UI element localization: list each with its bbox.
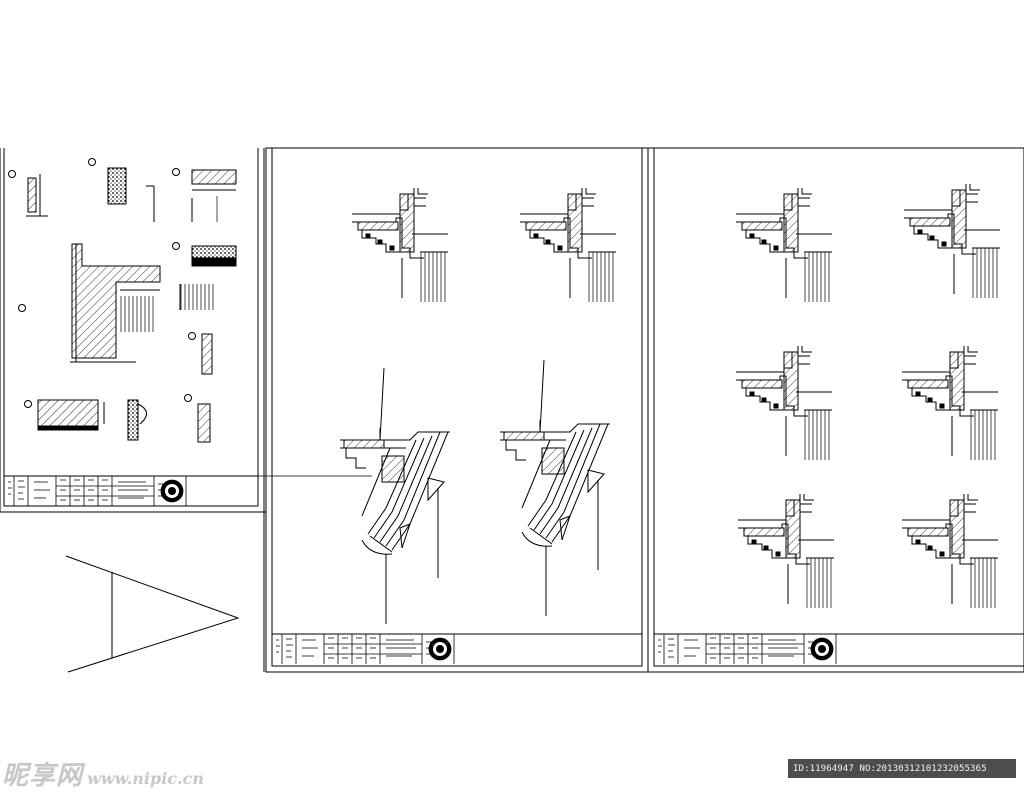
detail-sheet-right <box>647 147 1024 673</box>
watermark-brand: 昵享网 <box>2 761 84 791</box>
detail-sheet-left <box>0 148 373 672</box>
watermark-url: www.nipic.cn <box>87 769 204 788</box>
watermark: 昵享网 www.nipic.cn <box>2 755 204 791</box>
triangle-drawing <box>65 555 240 673</box>
image-id-label: ID:11964947 NO:20130312101232055365 <box>788 759 1016 778</box>
detail-sheet-middle <box>265 147 649 673</box>
